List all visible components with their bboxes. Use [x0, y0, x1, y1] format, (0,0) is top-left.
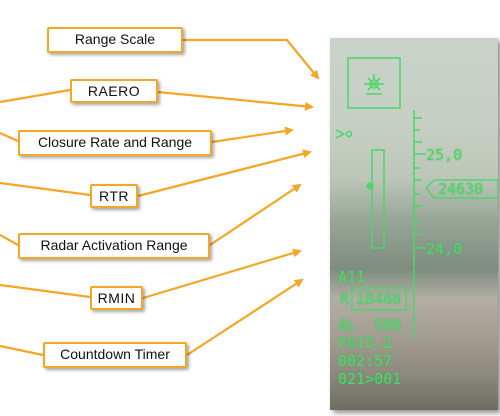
- callout-r-min: RMIN: [90, 286, 143, 310]
- leader-radar-left: [0, 234, 19, 246]
- callout-countdown-timer: Countdown Timer: [43, 342, 187, 368]
- leader-closure-left: [0, 131, 19, 143]
- leader-raero-right: [157, 90, 314, 111]
- range-readout: 18460: [356, 290, 402, 308]
- callout-countdown-timer-label: Countdown Timer: [60, 346, 170, 362]
- leader-raero-left: [0, 88, 71, 104]
- callout-range-scale: Range Scale: [47, 27, 183, 53]
- leader-rmin-right: [142, 248, 302, 300]
- callout-r-aero: RAERO: [70, 79, 158, 103]
- countdown-timer-readout: 002:57: [338, 352, 393, 370]
- hud-symbology: [335, 57, 498, 338]
- leader-radar-right: [209, 183, 302, 246]
- leader-range-scale-line: [183, 38, 320, 80]
- leader-timer-left: [0, 344, 44, 357]
- hud-target-box: [347, 57, 401, 109]
- callout-closure-rate-range-label: Closure Rate and Range: [37, 134, 193, 150]
- rmin-dot-icon: [366, 182, 374, 190]
- callout-r-tr: RTR: [90, 184, 138, 208]
- fuel-readout: F015.2: [338, 334, 393, 352]
- closure-readout: 24630: [438, 180, 484, 198]
- hud-caret-icon: [335, 129, 346, 139]
- callout-r-aero-label: RAERO: [87, 83, 141, 99]
- leader-rtr-left: [0, 181, 91, 197]
- closure-readout-box: [424, 179, 498, 199]
- altitude-readout: AL 500: [338, 316, 402, 334]
- callout-radar-activation-range: Radar Activation Range: [18, 233, 210, 259]
- leader-timer-right: [186, 278, 304, 356]
- aircraft-symbol-icon: [364, 74, 384, 95]
- callout-r-tr-label: RTR: [98, 188, 130, 204]
- leader-closure-right: [211, 126, 294, 144]
- leader-rtr-right: [137, 149, 312, 198]
- range-readout-box: [351, 287, 407, 311]
- callout-radar-activation-range-label: Radar Activation Range: [40, 237, 188, 253]
- range-prefix: R: [340, 290, 350, 308]
- callout-closure-rate-range: Closure Rate and Range: [18, 130, 212, 156]
- range-scale-top-label: 25,0: [426, 146, 463, 164]
- station-label: A11: [338, 268, 366, 286]
- callout-r-min-label: RMIN: [97, 290, 136, 306]
- range-scale-bottom-label: 24,0: [426, 240, 463, 258]
- callout-range-scale-label: Range Scale: [74, 31, 156, 47]
- range-scale-ticks: [414, 117, 426, 249]
- rtr-bar: [371, 149, 385, 249]
- hud-display: 25,0 24630 24,0 A11 R 18460 AL 500 F015.…: [330, 38, 498, 410]
- hud-caret-dot-icon: [345, 130, 353, 138]
- waypoint-readout: 021>001: [338, 370, 402, 388]
- leader-rmin-left: [0, 283, 91, 299]
